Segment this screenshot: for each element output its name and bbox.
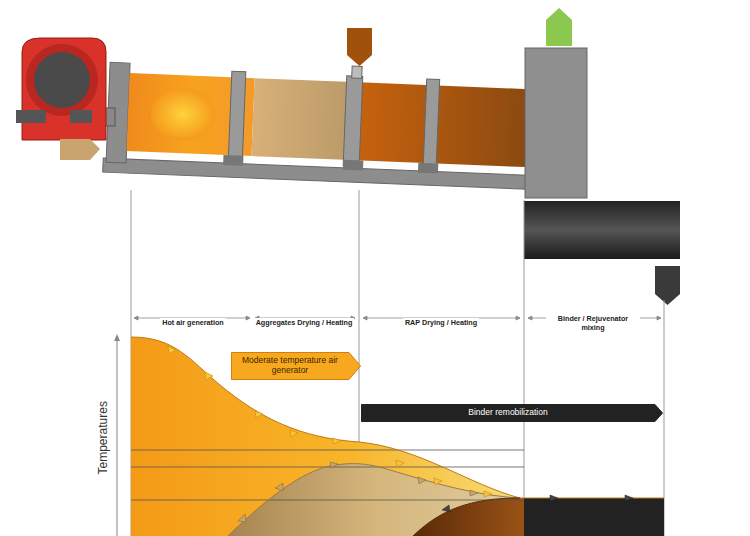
phase-arrow-bar: Binder remobilization (361, 404, 663, 422)
node-text: Binder remobilization (468, 408, 547, 418)
text-holder: Moderate temperature air generator (231, 352, 349, 380)
arrow-outline (362, 405, 663, 422)
zone-label: Binder / Rejuvenator mixing (546, 314, 640, 333)
zone-label: RAP Drying / Heating (403, 318, 479, 327)
node-text: Moderate temperature air generator (231, 356, 349, 376)
zone-label: Aggregates Drying / Heating (254, 318, 355, 327)
zone-label: Hot air generation (160, 318, 226, 327)
text-holder: Binder remobilization (361, 404, 655, 422)
axis-label: Temperatures (96, 399, 112, 476)
callout-arrow-box: Moderate temperature air generator (231, 352, 361, 380)
arrow-outline (232, 353, 361, 380)
